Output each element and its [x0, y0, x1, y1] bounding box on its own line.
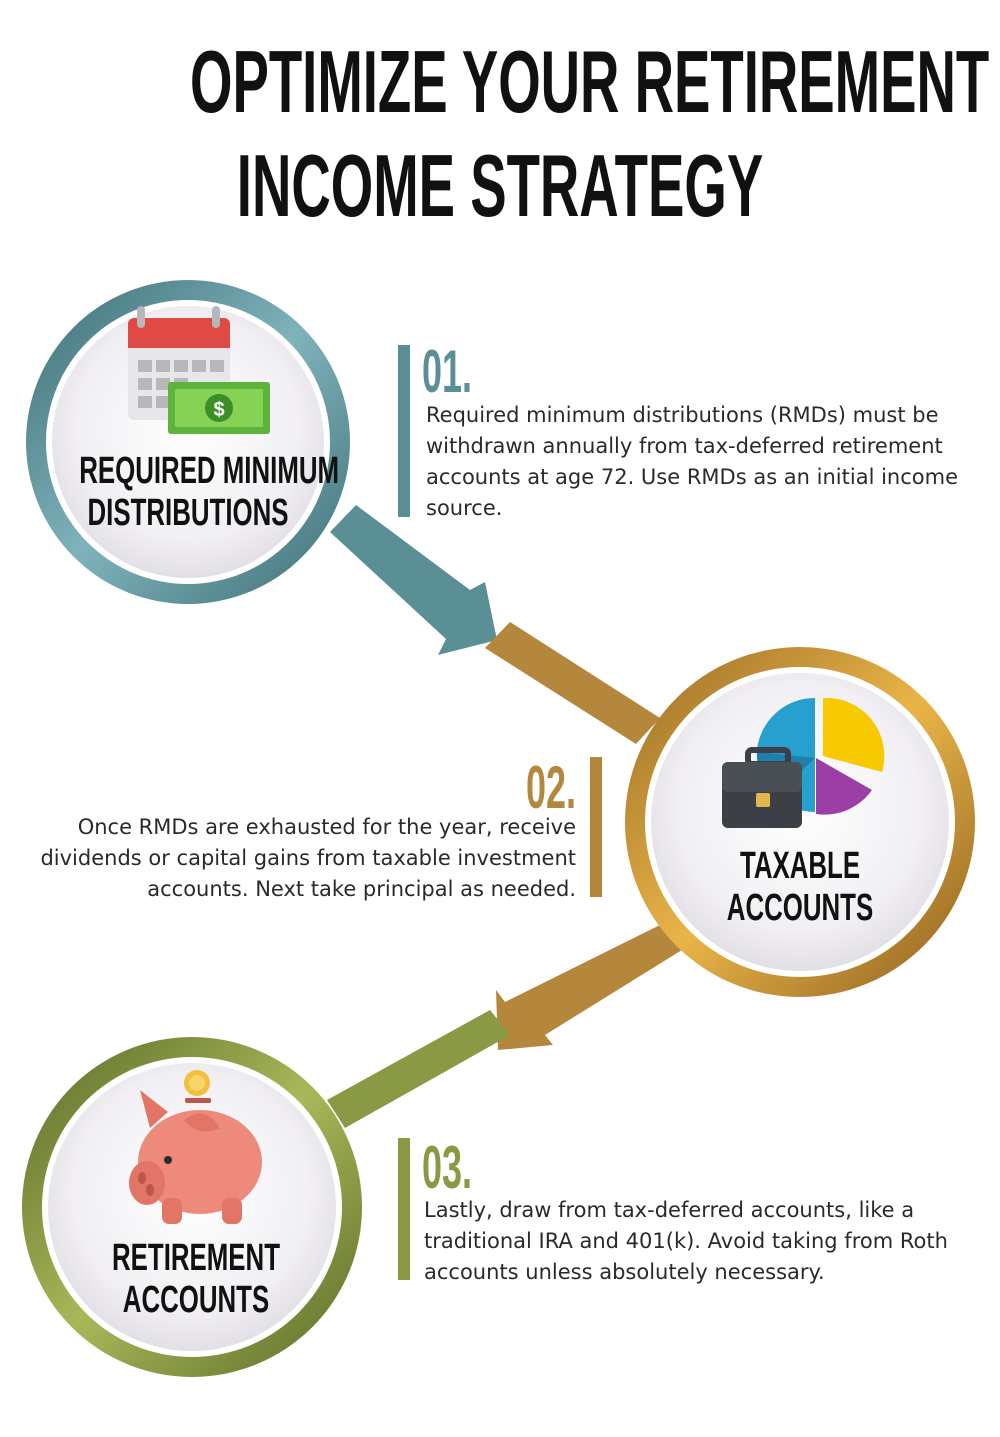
circle-step-1: [26, 280, 350, 604]
arrow-2: [496, 920, 690, 1050]
step-3-description: Lastly, draw from tax-deferred accounts,…: [424, 1198, 948, 1284]
step-1-number: 01.: [422, 338, 473, 405]
step-1-label: REQUIRED MINIMUM DISTRIBUTIONS: [79, 450, 340, 534]
calendar-money-icon: $: [128, 306, 270, 434]
step-2-number: 02.: [526, 754, 577, 821]
title-line-2: INCOME STRATEGY: [236, 136, 764, 235]
step-1-accent-bar: [398, 345, 410, 517]
step-2-label-line-1: TAXABLE: [739, 845, 861, 887]
step-3-label-line-1: RETIREMENT: [112, 1237, 280, 1279]
arrow-1: [330, 505, 497, 655]
step-2-label: TAXABLE ACCOUNTS: [691, 845, 909, 929]
arrow-connector-3: [327, 1010, 510, 1128]
arrow-connector-2: [485, 622, 660, 744]
step-3-number: 03.: [422, 1134, 473, 1201]
briefcase-pie-chart-icon: [722, 697, 885, 828]
step-1-description: Required minimum distributions (RMDs) mu…: [426, 403, 959, 520]
svg-text:$: $: [213, 399, 224, 421]
step-2-description: Once RMDs are exhausted for the year, re…: [40, 815, 576, 901]
step-1-label-line-1: REQUIRED MINIMUM: [79, 450, 340, 492]
step-2-accent-bar: [590, 757, 602, 897]
step-1-label-line-2: DISTRIBUTIONS: [87, 492, 289, 534]
step-3-label-line-2: ACCOUNTS: [122, 1279, 270, 1321]
step-2-label-line-2: ACCOUNTS: [726, 887, 874, 929]
step-3-accent-bar: [398, 1138, 410, 1280]
step-3-label: RETIREMENT ACCOUNTS: [87, 1237, 305, 1321]
piggy-bank-icon: [129, 1070, 262, 1224]
